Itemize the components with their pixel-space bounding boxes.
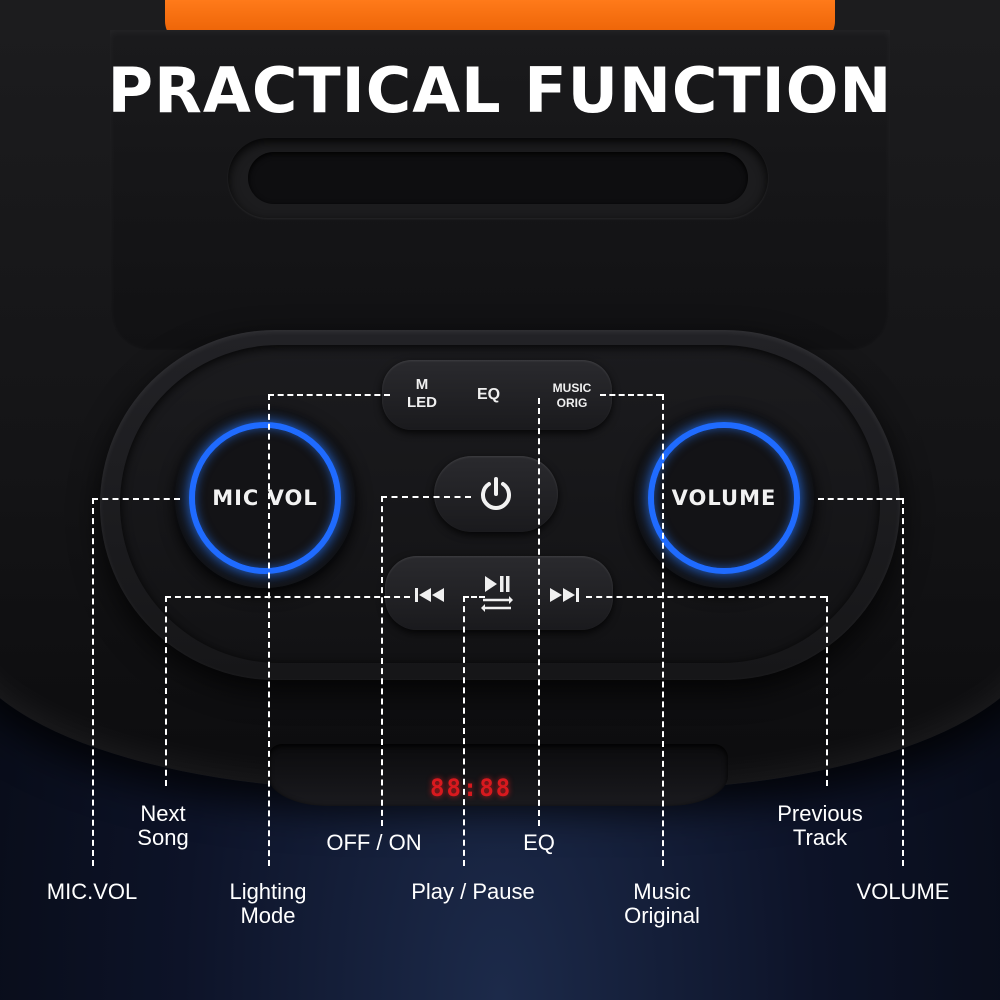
leader-volume-v bbox=[902, 498, 904, 866]
led-display bbox=[268, 744, 728, 806]
callout-eq: EQ bbox=[523, 830, 555, 855]
next-icon[interactable] bbox=[545, 585, 581, 605]
callout-previous-track: Previous Track bbox=[777, 801, 863, 850]
leader-next-song-h bbox=[165, 596, 410, 598]
power-icon bbox=[481, 477, 511, 510]
leader-off-on-h bbox=[381, 496, 471, 498]
callout-play-pause: Play / Pause bbox=[411, 879, 535, 904]
leader-next-song-v bbox=[165, 596, 167, 786]
mic-vol-label: MIC VOL bbox=[212, 486, 318, 510]
volume-knob[interactable]: VOLUME bbox=[634, 408, 814, 588]
play-pause-icon[interactable] bbox=[479, 573, 515, 615]
callout-off-on: OFF / ON bbox=[326, 830, 422, 855]
callout-lighting-mode: Lighting Mode bbox=[229, 879, 307, 928]
leader-lighting-h bbox=[268, 394, 390, 396]
leader-play-h bbox=[463, 596, 485, 598]
leader-previous-h bbox=[586, 596, 826, 598]
eq-button[interactable]: EQ bbox=[477, 386, 501, 403]
mode-button-strip bbox=[382, 360, 612, 430]
leader-mic-vol-v bbox=[92, 498, 94, 866]
leader-music-v bbox=[662, 394, 664, 866]
callout-mic-vol: MIC.VOL bbox=[46, 879, 138, 904]
leader-play-v bbox=[463, 596, 465, 866]
leader-lighting-v bbox=[268, 394, 270, 866]
display-readout: 88:88 bbox=[430, 774, 513, 802]
previous-icon[interactable] bbox=[413, 585, 449, 605]
callout-music-original: Music Original bbox=[624, 879, 700, 928]
handle-slot-inner bbox=[248, 152, 748, 204]
leader-off-on-v bbox=[381, 496, 383, 826]
mic-vol-ring: MIC VOL bbox=[189, 422, 341, 574]
callout-next-song: Next Song bbox=[137, 801, 189, 850]
volume-ring: VOLUME bbox=[648, 422, 800, 574]
leader-previous-v bbox=[826, 596, 828, 786]
m-led-button[interactable]: M LED bbox=[407, 376, 437, 411]
leader-eq-v bbox=[538, 398, 540, 826]
power-button[interactable] bbox=[434, 456, 558, 532]
leader-music-h bbox=[600, 394, 662, 396]
mic-vol-knob[interactable]: MIC VOL bbox=[175, 408, 355, 588]
callout-volume: VOLUME bbox=[856, 879, 950, 904]
music-orig-button[interactable]: MUSIC ORIG bbox=[552, 381, 592, 410]
volume-label: VOLUME bbox=[671, 486, 777, 510]
leader-volume-h bbox=[818, 498, 902, 500]
leader-mic-vol-h bbox=[92, 498, 180, 500]
page-title: PRACTICAL FUNCTION bbox=[107, 54, 893, 127]
